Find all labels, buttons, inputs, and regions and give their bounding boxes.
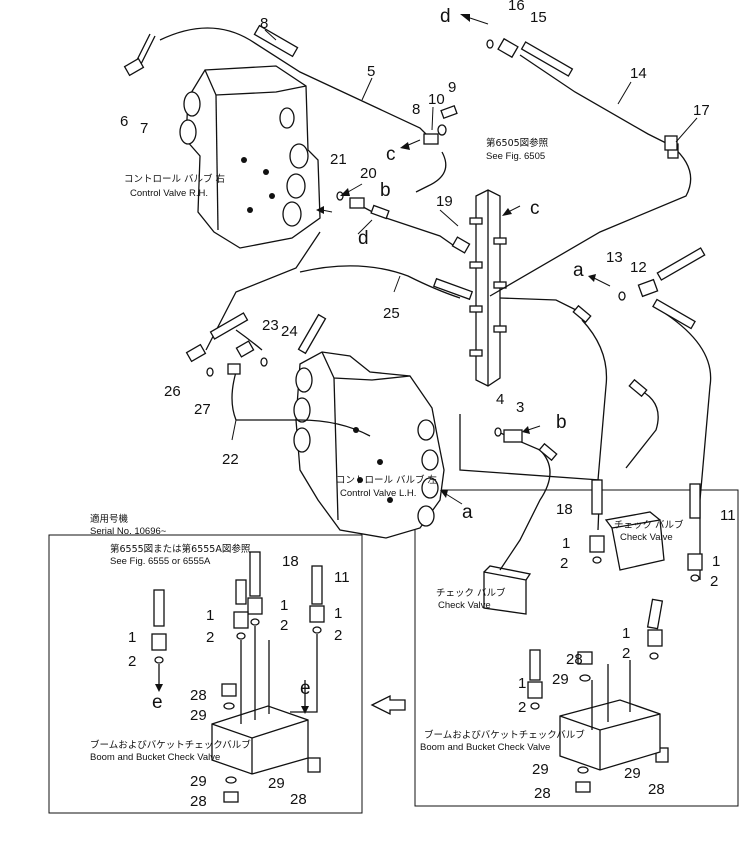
callout-9: 9 [448,79,456,96]
label-control-valve-lh-jp: コントロール バルブ 左 [336,474,438,486]
letter-d-top: d [440,6,451,27]
clamps [253,24,678,151]
callout-11-main: 11 [720,507,736,524]
callout-5: 5 [367,63,375,80]
label-control-valve-rh-en: Control Valve R.H. [130,188,208,199]
callout-1-main-d: 1 [518,675,526,692]
callout-18-inset: 18 [282,553,299,570]
callout-15: 15 [530,9,547,26]
main-check-valve-frame [414,489,739,807]
callout-10: 10 [428,91,445,108]
callout-12: 12 [630,259,647,276]
callout-29-main-top: 29 [552,671,569,688]
letter-e-inset-right: e [300,678,311,699]
label-check-valve-en-mid: Check Valve [438,600,491,611]
label-boom-bucket-en-main: Boom and Bucket Check Valve [420,742,550,753]
control-valve-lh [293,351,445,539]
callout-1-main-b: 1 [712,553,720,570]
label-check-valve-jp-mid: チェック バルブ [436,587,506,599]
callout-26: 26 [164,383,181,400]
label-boom-bucket-en-inset: Boom and Bucket Check Valve [90,752,220,763]
part-labels: コントロール バルブ 右 Control Valve R.H. コントロール バ… [90,137,684,763]
callout-29-inset-bot: 29 [190,773,207,790]
callout-1-main-c: 1 [622,625,630,642]
transfer-arrow [370,694,406,716]
connection-letters: d c b d c a b a e e [152,6,584,713]
callout-3: 3 [516,399,524,416]
label-control-valve-rh-jp: コントロール バルブ 右 [124,173,225,185]
label-check-valve-jp-right: チェック バルブ [614,519,684,531]
callout-16: 16 [508,0,525,14]
label-boom-bucket-jp-main: ブームおよびバケットチェックバルブ [424,729,585,741]
callout-1-inset-b: 1 [280,597,288,614]
label-serial-en: Serial No. 10696~ [90,526,167,537]
letter-a-bottom: a [462,502,473,523]
callout-1-inset-c: 1 [334,605,342,622]
callout-29-inset-top: 29 [190,707,207,724]
letter-a-right: a [573,260,584,281]
label-see-6555-jp: 第6555図または第6555A図参照 [110,543,251,555]
callout-2-main-d: 2 [518,699,526,716]
callout-1-inset-d: 1 [128,629,136,646]
callout-1-main-a: 1 [562,535,570,552]
callout-28-main-top: 28 [566,651,583,668]
callout-20: 20 [360,165,377,182]
callout-28-main-bot: 28 [534,785,551,802]
callout-18-main: 18 [556,501,573,518]
callout-8-top: 8 [260,15,268,32]
callout-1-inset-a: 1 [206,607,214,624]
callout-25: 25 [383,305,400,322]
callout-28-main-right: 28 [648,781,665,798]
callout-27: 27 [194,401,211,418]
callout-8-mid: 8 [412,101,420,118]
callout-2-inset-d: 2 [128,653,136,670]
label-control-valve-lh-en: Control Valve L.H. [340,488,416,499]
callout-28-inset-bot: 28 [190,793,207,810]
letter-b-right: b [556,412,567,433]
callout-24: 24 [281,323,298,340]
callout-13: 13 [606,249,623,266]
callout-28-inset-right: 28 [290,791,307,808]
callout-2-inset-c: 2 [334,627,342,644]
callout-29-main-right: 29 [624,765,641,782]
callout-17: 17 [693,102,710,119]
callout-11-inset: 11 [334,569,350,586]
callout-6: 6 [120,113,128,130]
callout-28-inset-top: 28 [190,687,207,704]
callout-21: 21 [330,151,347,168]
callout-2-main-c: 2 [622,645,630,662]
callout-2-main-b: 2 [710,573,718,590]
manifold-bracket [469,189,507,387]
callout-23: 23 [262,317,279,334]
leader-lines [231,29,698,441]
connection-arrows [316,14,611,505]
letter-b-left: b [380,180,391,201]
callout-2-inset-a: 2 [206,629,214,646]
fittings [123,37,706,803]
label-boom-bucket-jp-inset: ブームおよびバケットチェックバルブ [90,739,251,751]
callout-2-main-a: 2 [560,555,568,572]
callout-14: 14 [630,65,647,82]
callout-4: 4 [496,391,504,408]
callout-7: 7 [140,120,148,137]
callout-29-main-bot: 29 [532,761,549,778]
letter-e-inset-left: e [152,692,163,713]
inset-frame [48,534,363,814]
letter-c-left: c [386,144,396,165]
label-see-6555-en: See Fig. 6555 or 6555A [110,556,211,567]
callout-2-inset-b: 2 [280,617,288,634]
callout-19: 19 [436,193,453,210]
callout-22: 22 [222,451,239,468]
letter-d-left: d [358,228,369,249]
control-valve-rh [179,65,321,249]
label-serial-jp: 適用号機 [90,513,129,525]
letter-c-right: c [530,198,540,219]
label-see-6505-en: See Fig. 6505 [486,151,545,162]
callout-29-inset-right: 29 [268,775,285,792]
callout-numbers: 8 5 6 7 9 10 8 16 15 14 17 21 20 19 13 1… [120,0,736,810]
label-see-6505-jp: 第6505図参照 [486,137,549,149]
label-check-valve-en-right: Check Valve [620,532,673,543]
